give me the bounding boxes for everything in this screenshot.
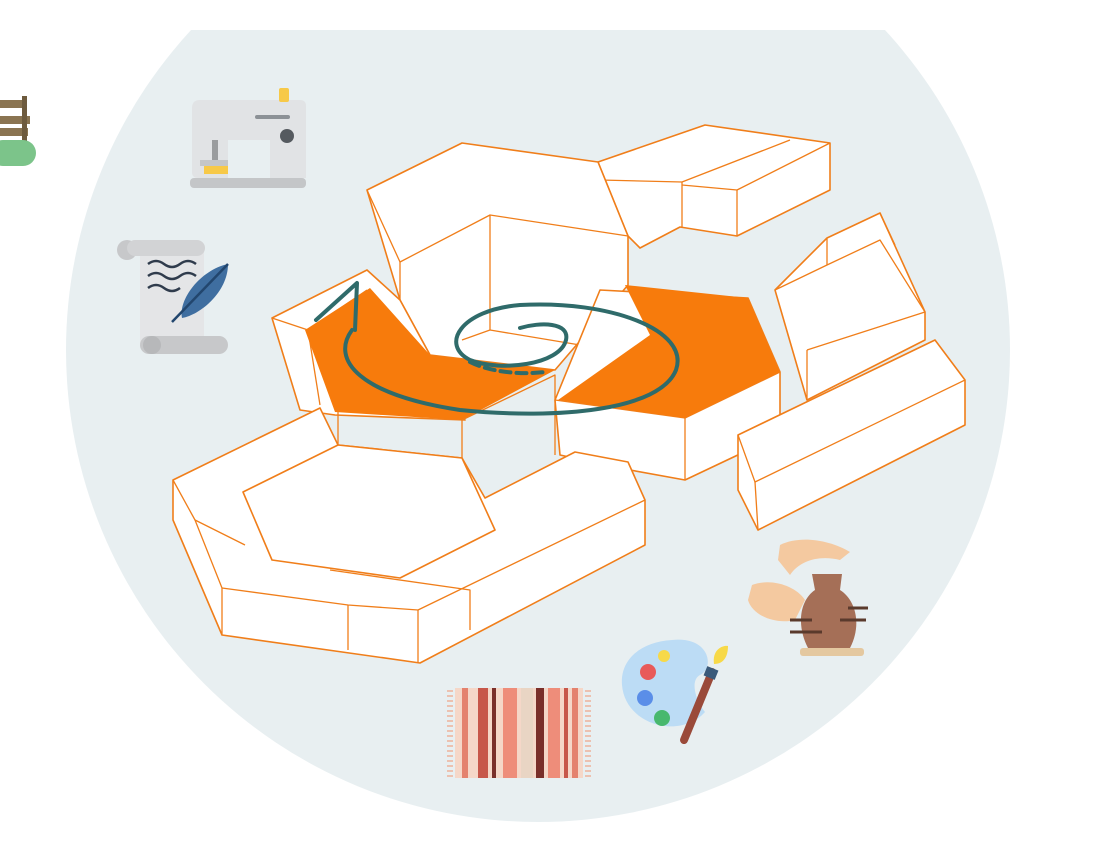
pottery-wheel-icon — [748, 539, 868, 656]
block-central-tower — [366, 142, 629, 371]
block-east-tower — [774, 212, 926, 401]
hexagonal-plaza — [242, 444, 496, 579]
courtyard-west — [305, 288, 555, 420]
building-massing — [172, 124, 966, 664]
courtyard-east — [558, 285, 780, 418]
block-east-slab — [737, 339, 966, 531]
circulation-arrow — [314, 281, 680, 416]
woven-rug-icon — [447, 688, 591, 778]
scroll-quill-icon — [117, 240, 229, 354]
bench-icon — [0, 96, 36, 166]
paint-palette-icon — [621, 639, 728, 744]
sewing-machine-icon — [190, 88, 306, 188]
